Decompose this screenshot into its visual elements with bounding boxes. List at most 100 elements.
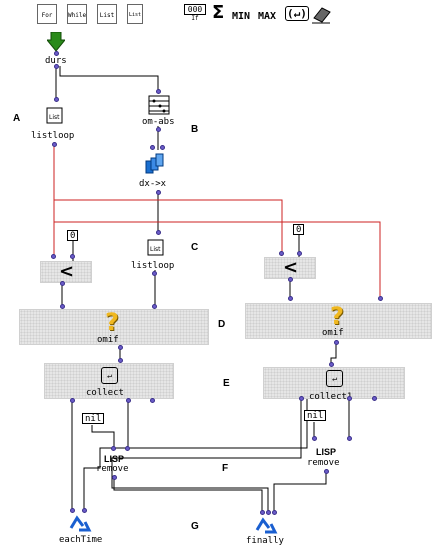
nil-constant-right[interactable]: nil xyxy=(304,410,327,421)
listloop-a-out-port[interactable] xyxy=(52,142,57,147)
wire-remove-right-finally xyxy=(273,470,327,512)
annotation-c: C xyxy=(191,242,199,253)
collect-button[interactable]: (↵) xyxy=(285,6,309,21)
omif-right-out[interactable] xyxy=(334,340,339,345)
remove-left-in-1[interactable] xyxy=(111,446,116,451)
collect-out-3[interactable] xyxy=(150,398,155,403)
wire-collect1-eachtime xyxy=(83,396,308,510)
max-button[interactable]: MAX xyxy=(258,11,277,22)
less-box-left[interactable]: < xyxy=(40,261,92,283)
zero-constant-left[interactable]: 0 xyxy=(67,230,79,241)
dxx-in-port-2[interactable] xyxy=(160,145,165,150)
collect1-label: collect1 xyxy=(309,392,353,402)
less-left-in-2[interactable] xyxy=(70,254,75,259)
omif-right-label: omif xyxy=(322,328,344,338)
collect-out-1[interactable] xyxy=(70,398,75,403)
eachtime-in-2[interactable] xyxy=(82,508,87,513)
question-icon-right: ? xyxy=(330,302,344,330)
omif-left-label: omif xyxy=(97,335,119,345)
dxx-in-port-1[interactable] xyxy=(150,145,155,150)
durs-port[interactable] xyxy=(54,51,59,56)
question-icon-left: ? xyxy=(105,308,119,336)
annotation-b: B xyxy=(191,124,199,135)
omif-box-left[interactable]: ? xyxy=(19,308,209,345)
omabs-out-port[interactable] xyxy=(156,127,161,132)
lisp-label-left: LISP xyxy=(104,454,125,464)
sum-button[interactable]: Σ xyxy=(212,2,225,23)
collect-out-2[interactable] xyxy=(126,398,131,403)
omif-box-right[interactable]: ? xyxy=(245,302,432,339)
collect1-in[interactable] xyxy=(329,362,334,367)
list-c-icon[interactable]: List xyxy=(147,237,165,257)
annotation-g: G xyxy=(191,521,199,532)
omif-right-in-2[interactable] xyxy=(378,296,383,301)
remove-left-in-2[interactable] xyxy=(125,446,130,451)
recycle-icon-finally[interactable] xyxy=(253,516,279,536)
zero-constant-right[interactable]: 0 xyxy=(293,224,305,235)
collect1-box[interactable]: ↵ xyxy=(263,367,405,399)
collect1-out-2[interactable] xyxy=(347,396,352,401)
collect1-out-3[interactable] xyxy=(372,396,377,401)
listloop-a-in-port[interactable] xyxy=(54,97,59,102)
omif-left-in-1[interactable] xyxy=(60,304,65,309)
recycle-icon-eachtime[interactable] xyxy=(67,514,93,534)
remove-left-out[interactable] xyxy=(112,475,117,480)
for-label: For xyxy=(41,12,53,19)
input-arrow-icon xyxy=(47,32,65,52)
while-loop-button[interactable]: While xyxy=(67,4,87,24)
remove-right-in-2[interactable] xyxy=(347,436,352,441)
annotation-e: E xyxy=(223,378,230,389)
omabs-in-port[interactable] xyxy=(156,89,161,94)
collect1-out-1[interactable] xyxy=(299,396,304,401)
collect-box[interactable]: ↵ xyxy=(44,363,174,399)
counter-button[interactable]: 000 If xyxy=(184,4,206,24)
for-loop-button[interactable]: For xyxy=(37,4,57,24)
remove-right-in-1[interactable] xyxy=(312,436,317,441)
collect-icon: ↵ xyxy=(101,367,118,384)
finally-in-3[interactable] xyxy=(272,510,277,515)
wire-red-to-omif-right xyxy=(54,221,381,296)
dxx-cube-icon[interactable] xyxy=(145,152,165,176)
less-box-right[interactable]: < xyxy=(264,257,316,279)
list-loop-button[interactable]: List xyxy=(97,4,117,24)
omif-left-out[interactable] xyxy=(118,345,123,350)
listloop-c-out-port[interactable] xyxy=(152,271,157,276)
less-icon-left: < xyxy=(59,261,75,282)
eachtime-label: eachTime xyxy=(59,535,103,545)
less-icon-right: < xyxy=(283,257,299,278)
dxx-out-port[interactable] xyxy=(156,190,161,195)
nil-constant-left[interactable]: nil xyxy=(82,413,105,424)
less-right-in-2[interactable] xyxy=(297,251,302,256)
lisp-label-right: LISP xyxy=(316,447,337,457)
finally-in-1[interactable] xyxy=(260,510,265,515)
annotation-a: A xyxy=(13,113,21,124)
listloop-c-label: listloop xyxy=(131,261,175,271)
eraser-icon[interactable] xyxy=(310,4,332,24)
omif-right-in-1[interactable] xyxy=(288,296,293,301)
while-label: While xyxy=(68,12,87,19)
less-right-in-1[interactable] xyxy=(279,251,284,256)
list-icon[interactable]: List xyxy=(46,105,64,125)
omif-left-in-2[interactable] xyxy=(152,304,157,309)
collect-in[interactable] xyxy=(118,358,123,363)
abacus-icon[interactable] xyxy=(148,95,170,115)
remove-right-out[interactable] xyxy=(324,469,329,474)
less-left-out[interactable] xyxy=(60,281,65,286)
min-button[interactable]: MIN xyxy=(232,11,251,22)
wire-durs-omabs xyxy=(59,66,159,92)
eachtime-in-1[interactable] xyxy=(70,508,75,513)
less-right-out[interactable] xyxy=(288,277,293,282)
dxx-label: dx->x xyxy=(139,179,167,189)
durs-label: durs xyxy=(45,56,67,66)
list-loop-alt-button[interactable]: List xyxy=(127,4,143,24)
durs-out-port[interactable] xyxy=(54,64,59,69)
collect-label: collect xyxy=(86,388,124,398)
less-left-in-1[interactable] xyxy=(51,254,56,259)
wire-red-listloop-right-less xyxy=(54,199,283,256)
list-alt-label: List xyxy=(128,12,142,18)
if-label: If xyxy=(191,15,199,22)
finally-in-2[interactable] xyxy=(266,510,271,515)
listloop-c-in-port[interactable] xyxy=(156,230,161,235)
list-label: List xyxy=(99,12,115,19)
